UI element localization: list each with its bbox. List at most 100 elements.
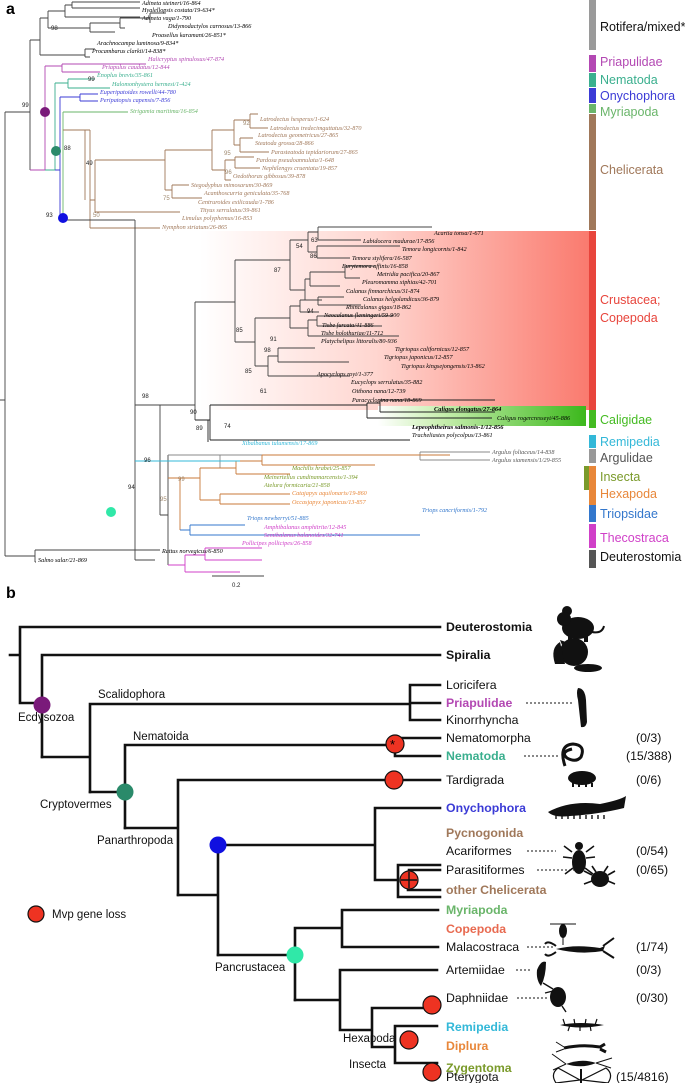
taxon-artemiidae: Artemiidae: [446, 963, 505, 977]
priapulidae-bar: [589, 55, 596, 72]
caligidae-highlight: [378, 406, 586, 426]
clade-panarthropoda: Panarthropoda: [97, 835, 174, 847]
tip-label: Arachnocampa luminosa/9-834*: [96, 40, 179, 47]
count-daphniidae: (0/30): [636, 991, 668, 1005]
tip-label: Acanthoscurria geniculata/35-768: [203, 190, 290, 197]
tip-label: Paracyclopina nana/18-869: [351, 397, 422, 404]
group-remipedia: Remipedia: [600, 435, 660, 449]
taxon-nematoda: Nematoda: [446, 749, 506, 763]
tip-label: Strigamia maritima/16-854: [130, 108, 198, 115]
tip-label: Occasjapyx japonicus/13-857: [292, 499, 367, 506]
tip-label: Xibalbanus tulumensis/17-869: [241, 440, 317, 447]
bootstrap: 63: [311, 238, 318, 244]
group-crustacea: Crustacea;: [600, 293, 660, 307]
tip-label: Meinertellus cundinamarcensis/1-394: [263, 474, 358, 481]
tip-label: Oithona nana/12-739: [352, 388, 405, 395]
panel-a-label: a: [6, 1, 15, 18]
clade-nematoida: Nematoida: [133, 731, 189, 743]
gene-loss-icon: [422, 995, 442, 1015]
pancrustacea-node-a: [106, 507, 116, 517]
bootstrap: 85: [245, 369, 252, 375]
gene-loss-icon: [422, 1062, 442, 1082]
myriapoda-bar: [589, 104, 596, 113]
tip-label: Lepeophtheirus salmonis-1/12-856: [411, 424, 504, 431]
tick-icon: [583, 865, 616, 887]
tip-label: Atelura formicaria/21-858: [263, 482, 331, 489]
tip-label: Priapulus caudatus/12-844: [101, 64, 170, 71]
legend-label: Mvp gene loss: [52, 909, 126, 921]
bootstrap-values: 98 99 88 99 93 49 92 95 96 75 50 63 54 8…: [22, 26, 318, 503]
tip-label: Peripatopsis capensis/7-856: [99, 97, 171, 104]
rat-icon: [557, 606, 605, 642]
tip-label: Caligus rogercresseyi/45-886: [497, 415, 571, 422]
tip-label: Hyalellopsis costata/19-634*: [141, 7, 216, 14]
group-hexapoda: Hexapoda: [600, 487, 657, 501]
argulidae-bar: [589, 449, 596, 463]
copepoda-bar: [589, 231, 596, 410]
nematode-icon: [561, 742, 584, 767]
taxon-remipedia: Remipedia: [446, 1020, 508, 1034]
bootstrap: 61: [260, 389, 267, 395]
taxon-malacostraca: Malacostraca: [446, 940, 519, 954]
tip-label: Catajapyx aquilonaris/19-860: [292, 490, 368, 497]
rotifera-bar: [589, 0, 596, 50]
butterfly-icon: [552, 1067, 612, 1083]
tip-label: Tisbe furcata/41-886: [322, 322, 374, 329]
tip-label: Halicryptus spinulosus/47-874: [147, 56, 224, 63]
triopsidae-bar: [589, 505, 596, 522]
onychophora-bar: [589, 88, 596, 103]
taxon-myriapoda: Myriapoda: [446, 903, 508, 917]
tip-label: Tracheliastes polycolpus/13-861: [412, 432, 493, 439]
copepoda-highlight: [200, 231, 590, 410]
scale-bar-label: 0.2: [232, 583, 241, 589]
bootstrap: 93: [46, 213, 53, 219]
silhouettes: [536, 606, 626, 1083]
clade-ecdysozoa: Ecdysozoa: [18, 712, 75, 724]
group-thecostraca: Thecostraca: [600, 531, 669, 545]
tip-label: Machilis hrabei/25-857: [291, 465, 352, 472]
tip-label: Rattus norvegicus/6-850: [161, 548, 224, 555]
taxon-diplura: Diplura: [446, 1039, 489, 1053]
tip-label: Acartia tonsa/1-671: [433, 230, 484, 237]
remipedia-bar: [589, 435, 596, 448]
group-chelicerata: Chelicerata: [600, 163, 663, 177]
tardigrade-icon: [568, 771, 596, 787]
taxon-copepoda: Copepoda: [446, 922, 506, 936]
clade-labels: Scalidophora Ecdysozoa Nematoida Cryptov…: [18, 689, 396, 1071]
group-labels: Rotifera/mixed* Priapulidae Nematoda Ony…: [600, 20, 685, 564]
tip-label: Proasellus karamani/26-851*: [151, 32, 227, 39]
bootstrap: 90: [190, 410, 197, 416]
tip-label: Labidocera madurae/17-856: [362, 238, 435, 245]
tip-label: Tisbe holothuriae/11-712: [321, 330, 383, 337]
group-argulidae: Argulidae: [600, 451, 653, 465]
tip-label: Eurytemora affinis/16-858: [341, 263, 409, 270]
bootstrap: 50: [93, 213, 100, 219]
clade-cryptovermes: Cryptovermes: [40, 799, 112, 811]
group-nematoda: Nematoda: [600, 73, 658, 87]
group-copepoda: Copepoda: [600, 311, 658, 325]
bootstrap: 89: [196, 426, 203, 432]
tip-label: Tigriopus californicus/12-857: [395, 346, 470, 353]
group-rotifera: Rotifera/mixed*: [600, 20, 685, 34]
group-insecta: Insecta: [600, 470, 640, 484]
crayfish-icon: [544, 937, 615, 959]
panarthropoda-node: [209, 836, 227, 854]
count-nematoda: (15/388): [626, 749, 672, 763]
count-tardigrada: (0/6): [636, 773, 661, 787]
tip-label: Halomonhystera hermesi/1-424: [111, 81, 191, 88]
bootstrap: 98: [142, 394, 149, 400]
tip-label: Nephilengys cruentata/19-857: [261, 165, 338, 172]
bootstrap: 98: [51, 26, 58, 32]
taxon-parasitiformes: Parasitiformes: [446, 863, 525, 877]
bootstrap: 54: [296, 244, 303, 250]
taxon-daphniidae: Daphniidae: [446, 991, 508, 1005]
bootstrap: 99: [178, 477, 185, 483]
tip-label: Latrodectus hesperus/1-624: [259, 116, 329, 123]
tip-labels: Adineta steineri/16-864 Hyalellopsis cos…: [38, 0, 571, 564]
cross-icon: [401, 872, 417, 888]
tip-label: Metridia pacifica/20-867: [376, 271, 440, 278]
tip-label: Temora stylifera/16-587: [352, 255, 413, 262]
panel-b-label: b: [6, 585, 16, 602]
tip-label: Pleuromamma xiphias/42-701: [361, 279, 437, 286]
